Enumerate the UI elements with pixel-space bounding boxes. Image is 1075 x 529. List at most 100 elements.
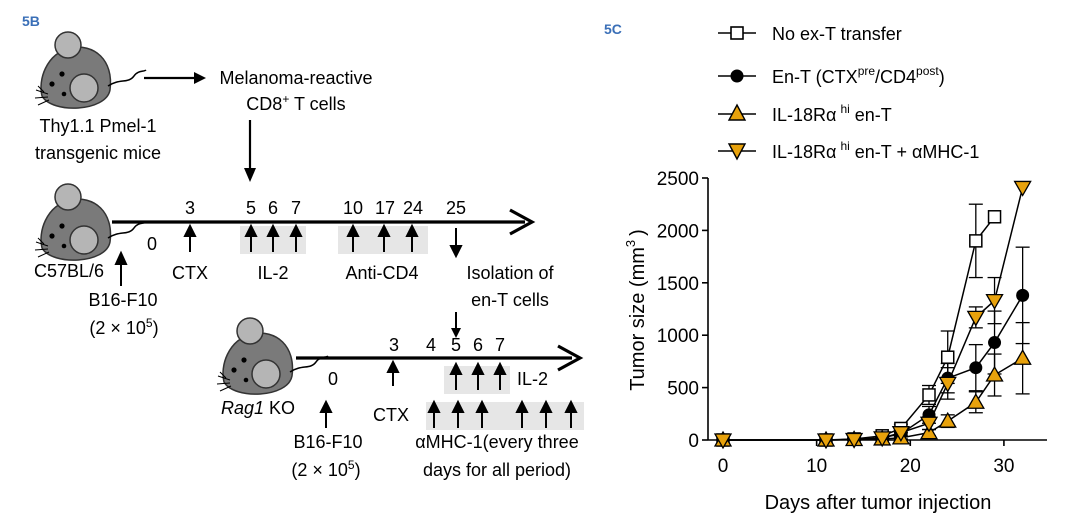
panel-c: 5C No ex-T transfer En-T (CTXpre/CD4post… <box>604 21 1047 514</box>
x-tick-label: 10 <box>806 456 827 477</box>
data-point <box>938 411 957 428</box>
data-point <box>1013 348 1032 365</box>
timeline-2: 0 3 4 5 6 7 Rag1 KO IL-2 CTX B1 <box>216 317 584 480</box>
donor-label-line2: transgenic mice <box>35 143 161 163</box>
legend-square-marker <box>730 26 744 40</box>
data-point <box>940 350 955 364</box>
t2-day-4: 4 <box>426 335 436 355</box>
t1-tumor-label-1: B16-F10 <box>88 290 157 310</box>
donor-label-line1: Thy1.1 Pmel-1 <box>39 116 156 136</box>
isolation-label-1: Isolation of <box>466 263 554 283</box>
x-axis-label: Days after tumor injection <box>765 492 992 514</box>
cells-label-line1: Melanoma-reactive <box>219 68 372 88</box>
data-point <box>816 433 836 450</box>
chart-legend: No ex-T transfer En-T (CTXpre/CD4post) I… <box>718 24 979 162</box>
x-tick-label: 30 <box>993 456 1014 477</box>
data-point <box>988 336 1002 350</box>
t1-treatment-arrows <box>114 223 463 286</box>
x-axis-ticks: 0 10 20 30 <box>718 440 1014 477</box>
host-strain-label: C57BL/6 <box>34 261 104 281</box>
series-il18-en-t <box>713 321 1032 447</box>
panel-b-label: 5B <box>22 13 40 29</box>
data-point <box>919 416 939 433</box>
data-point <box>873 431 892 448</box>
panel-c-label: 5C <box>604 21 622 37</box>
t1-anti-cd4-label: Anti-CD4 <box>345 263 418 283</box>
legend-triangle-up-marker <box>727 103 747 121</box>
x-tick-label: 20 <box>900 456 921 477</box>
y-axis-label: Tumor size (mm3) <box>623 229 649 391</box>
t1-day-5: 5 <box>246 198 256 218</box>
data-point <box>985 293 1004 310</box>
data-point <box>966 392 985 409</box>
t2-day-0: 0 <box>328 369 338 389</box>
t2-day-7: 7 <box>495 335 505 355</box>
t2-antibody-shade <box>426 402 584 430</box>
data-point <box>922 388 936 402</box>
t2-day-5: 5 <box>451 335 461 355</box>
transfer-arrowhead <box>194 72 206 84</box>
t2-tumor-label-2: (2 × 105) <box>291 458 360 480</box>
t2-day-6: 6 <box>473 335 483 355</box>
timeline-1: 0 3 5 6 7 10 17 24 25 C57BL/6 CTX IL- <box>34 183 555 338</box>
t1-ctx-label: CTX <box>172 263 208 283</box>
t2-treatment-arrows <box>319 359 578 428</box>
series-il18-en-t-amhc1 <box>713 180 1032 450</box>
y-tick-label: 2500 <box>657 169 699 190</box>
t1-il2-label: IL-2 <box>257 263 288 283</box>
data-point <box>713 433 733 450</box>
legend-label-1: No ex-T transfer <box>772 24 902 44</box>
t1-day-25: 25 <box>446 198 466 218</box>
data-point <box>969 361 983 375</box>
series-line <box>723 187 1024 441</box>
y-axis-ticks: 0 500 1000 1500 2000 2500 <box>657 169 708 452</box>
t1-day-10: 10 <box>343 198 363 218</box>
series-en-t <box>716 246 1030 447</box>
t1-day-24: 24 <box>403 198 423 218</box>
isolation-label-2: en-T cells <box>471 290 549 310</box>
data-point <box>966 310 985 327</box>
t2-day-3: 3 <box>389 335 399 355</box>
t2-tumor-label-1: B16-F10 <box>293 432 362 452</box>
isolation-arrow <box>451 328 461 338</box>
plot-series <box>713 180 1032 450</box>
data-point <box>938 376 957 393</box>
t1-day-3: 3 <box>185 198 195 218</box>
t2-il2-label: IL-2 <box>517 369 548 389</box>
t1-tumor-label-2: (2 × 105) <box>89 316 158 338</box>
y-tick-label: 2000 <box>657 221 699 242</box>
panel-b: 5B Thy1.1 Pmel-1 transgenic mice Melanom… <box>22 13 584 480</box>
data-point <box>969 234 983 248</box>
y-tick-label: 500 <box>667 379 699 400</box>
y-tick-label: 1500 <box>657 274 699 295</box>
legend-triangle-down-marker <box>727 143 747 161</box>
t1-day-7: 7 <box>291 198 301 218</box>
rag1-mouse-icon <box>216 317 329 395</box>
legend-label-2: En-T (CTXpre/CD4post) <box>772 64 945 87</box>
t2-antibody-label-2: days for all period) <box>423 460 571 480</box>
data-point <box>1013 180 1032 197</box>
data-point <box>891 426 911 442</box>
data-point <box>1016 288 1030 302</box>
legend-circle-marker <box>730 69 744 83</box>
legend-entry-no-ex-t: No ex-T transfer <box>718 24 902 44</box>
t2-antibody-label-1: αMHC-1(every three <box>415 432 578 452</box>
data-point <box>987 210 1002 224</box>
rag1-host-label: Rag1 KO <box>221 398 295 418</box>
t2-ctx-label: CTX <box>373 405 409 425</box>
x-tick-label: 0 <box>718 456 729 477</box>
y-tick-label: 1000 <box>657 326 699 347</box>
data-point <box>985 365 1004 382</box>
series-line <box>723 216 996 441</box>
data-point <box>844 432 864 449</box>
t1-day-0: 0 <box>147 234 157 254</box>
series-no-ex-t-transfer <box>716 203 1002 447</box>
y-tick-label: 0 <box>688 431 699 452</box>
cells-label-line2: CD8+ T cells <box>246 92 345 114</box>
legend-entry-en-t: En-T (CTXpre/CD4post) <box>718 64 945 87</box>
